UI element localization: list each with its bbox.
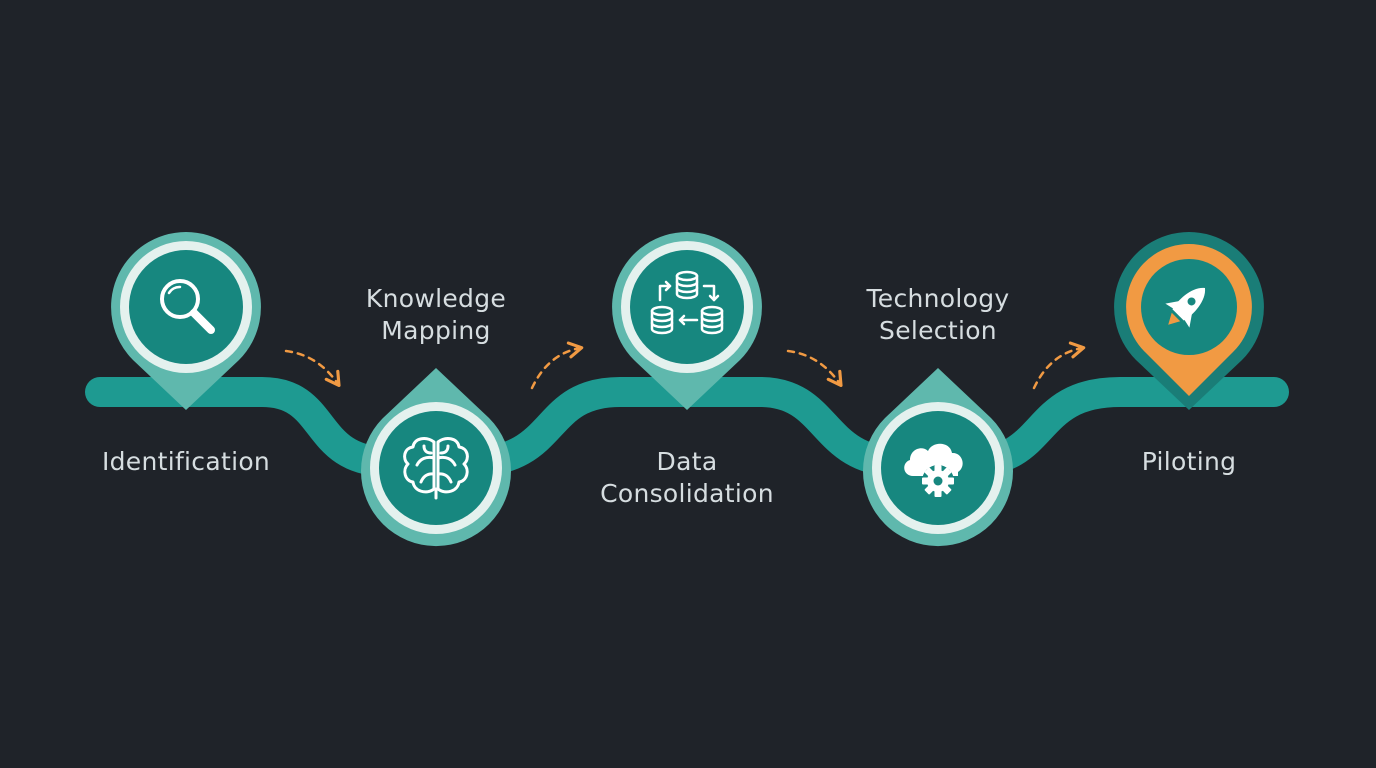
magnifier-icon <box>160 279 215 334</box>
step-label-data-consolidation: Data Consolidation <box>600 447 774 508</box>
database-sync-icon <box>650 270 724 335</box>
step-label-piloting: Piloting <box>1141 447 1237 476</box>
step-pin-knowledge-mapping <box>361 368 511 547</box>
rocket-icon <box>1165 288 1205 328</box>
step-pin-technology-selection <box>863 368 1014 547</box>
step-label-knowledge-mapping: Knowledge Mapping <box>365 284 507 345</box>
step-pin-identification <box>111 232 261 410</box>
cloud-gear-icon <box>904 443 963 497</box>
step-pin-piloting <box>1114 232 1264 410</box>
connector-arrow-3 <box>786 349 843 388</box>
connector-arrow-1 <box>284 349 341 388</box>
step-pin-data-consolidation <box>612 232 762 410</box>
step-label-technology-selection: Technology Selection <box>866 284 1010 345</box>
connector-arrow-2 <box>530 341 584 390</box>
connector-arrow-4 <box>1032 341 1086 390</box>
brain-icon <box>403 437 469 500</box>
step-label-identification: Identification <box>101 447 271 476</box>
